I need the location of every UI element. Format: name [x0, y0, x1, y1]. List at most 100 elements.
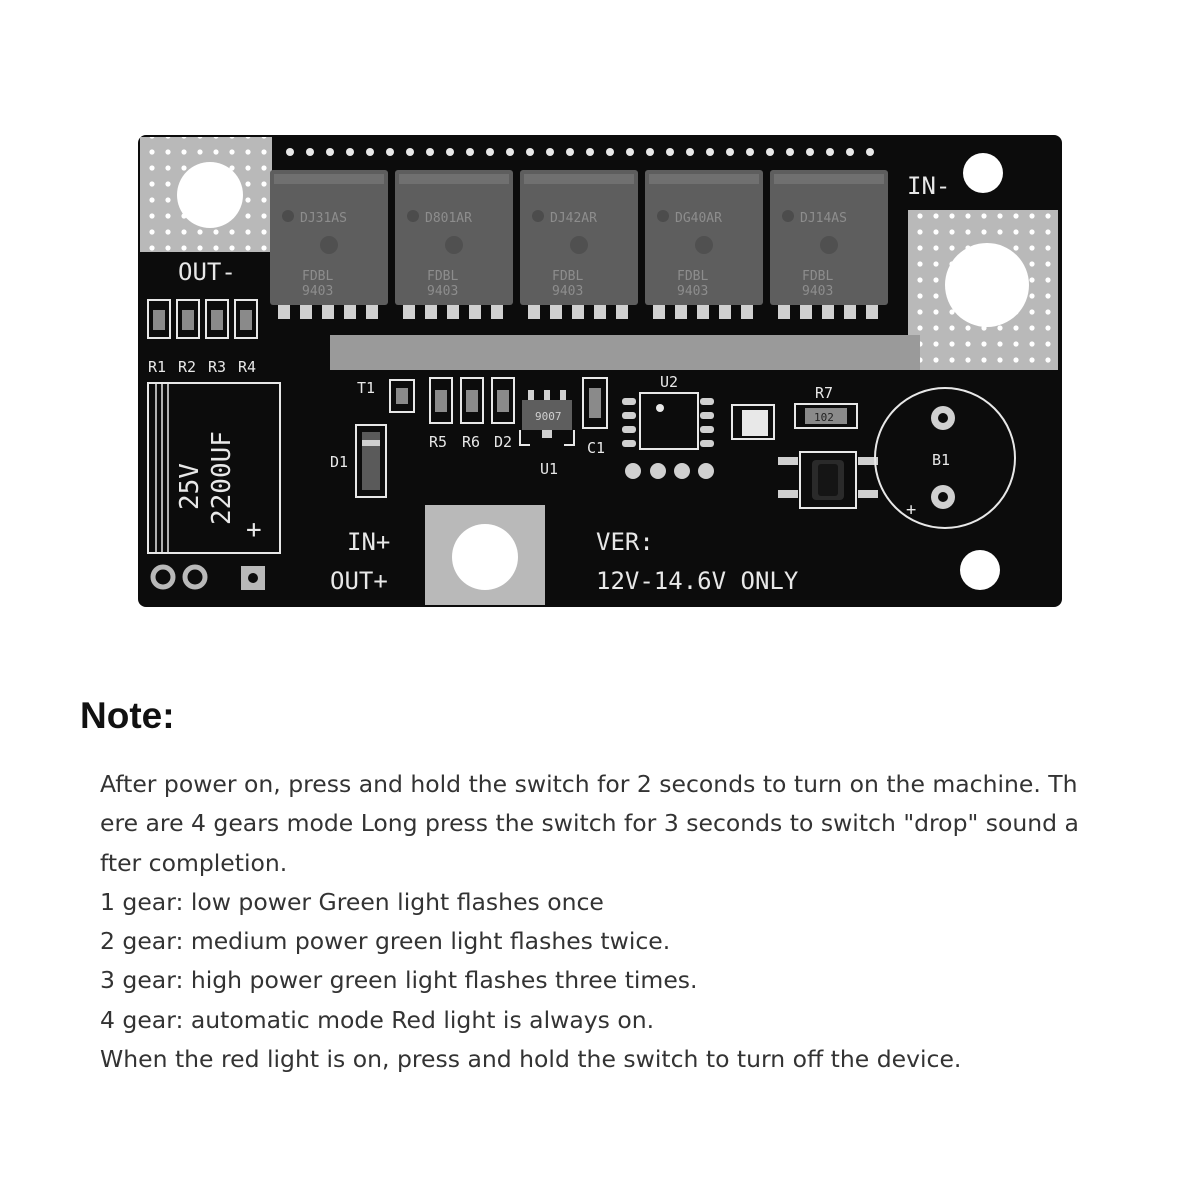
resistor-group-left — [147, 299, 258, 339]
capacitor-voltage: 25V — [175, 463, 205, 510]
note-line: 2 gear: medium power green light flashes… — [100, 927, 671, 956]
via-hole — [486, 148, 494, 156]
via-hole — [746, 148, 754, 156]
label-b1: B1 — [932, 451, 950, 469]
label-u2: U2 — [660, 373, 678, 391]
note-line: ere are 4 gears mode Long press the swit… — [100, 809, 1079, 838]
via-hole — [646, 148, 654, 156]
battery-holder-b1 — [874, 387, 1016, 529]
via-hole — [826, 148, 834, 156]
label-out-positive: OUT+ — [330, 567, 388, 595]
mosfet-brand: FDBL — [552, 269, 583, 284]
via-hole — [546, 148, 554, 156]
via-hole — [326, 148, 334, 156]
capacitor-c1 — [582, 377, 608, 429]
note-line: When the red light is on, press and hold… — [100, 1045, 962, 1074]
via-hole — [526, 148, 534, 156]
via-hole — [446, 148, 454, 156]
via-hole — [726, 148, 734, 156]
via-hole — [586, 148, 594, 156]
via-hole — [506, 148, 514, 156]
mosfet-code: DJ14AS — [800, 211, 847, 226]
via-hole — [806, 148, 814, 156]
push-button-switch — [778, 451, 878, 509]
mosfet-part: 9403 — [427, 284, 458, 299]
chip-u2 — [622, 392, 714, 450]
label-in-positive: IN+ — [347, 528, 390, 556]
resistor-label-r4: R4 — [238, 358, 256, 376]
top-via-row — [286, 148, 874, 156]
u1-chip-code: 9007 — [535, 410, 562, 423]
note-line: After power on, press and hold the switc… — [100, 770, 1078, 798]
resistor-label-r3: R3 — [208, 358, 226, 376]
mounting-hole — [960, 550, 1000, 590]
capacitor-c-outline — [147, 382, 281, 554]
note-line: 3 gear: high power green light flashes t… — [100, 966, 698, 995]
via-hole — [626, 148, 634, 156]
label-c1: C1 — [587, 439, 605, 457]
mosfet-part: 9403 — [302, 284, 333, 299]
note-body: After power on, press and hold the switc… — [100, 765, 1170, 1079]
note-line: fter completion. — [100, 848, 288, 877]
transistor-t1 — [389, 379, 415, 413]
mosfet-code: DJ31AS — [300, 211, 347, 226]
mosfet-part: 9403 — [552, 284, 583, 299]
via-hole — [306, 148, 314, 156]
note-title: Note: — [80, 695, 175, 736]
capacitor-plus: + — [246, 515, 262, 545]
mosfet-code: DG40AR — [675, 211, 722, 226]
via-hole — [786, 148, 794, 156]
label-voltage-range: 12V-14.6V ONLY — [596, 567, 799, 595]
capacitor-value: 2200UF — [207, 431, 237, 525]
via-hole — [846, 148, 854, 156]
pcb-board-image: DJ31ASFDBL9403D801ARFDBL9403DJ42ARFDBL94… — [138, 135, 1062, 607]
resistor-label-r2: R2 — [178, 358, 196, 376]
via-hole — [466, 148, 474, 156]
mosfet-code: DJ42AR — [550, 211, 597, 226]
mounting-hole — [963, 153, 1003, 193]
via-hole — [766, 148, 774, 156]
pin-header — [625, 463, 714, 479]
mosfet-code: D801AR — [425, 211, 472, 226]
label-d1: D1 — [330, 453, 348, 471]
via-hole — [366, 148, 374, 156]
out-neg-pad — [140, 137, 272, 252]
label-r6: R6 — [462, 433, 480, 451]
resistor-group-middle — [429, 377, 515, 424]
label-r5: R5 — [429, 433, 447, 451]
via-hole — [386, 148, 394, 156]
mosfet-part: 9403 — [802, 284, 833, 299]
mosfet-row: DJ31ASFDBL9403D801ARFDBL9403DJ42ARFDBL94… — [270, 170, 888, 319]
via-hole — [706, 148, 714, 156]
via-hole — [346, 148, 354, 156]
chip-u1 — [519, 390, 575, 446]
solder-pad — [182, 564, 208, 590]
mosfet-brand: FDBL — [427, 269, 458, 284]
via-hole — [686, 148, 694, 156]
resistor-r7 — [794, 403, 858, 429]
in-pos-pad — [425, 505, 545, 605]
via-hole — [406, 148, 414, 156]
battery-plus: + — [906, 500, 916, 520]
resistor-label-r1: R1 — [148, 358, 166, 376]
via-hole — [606, 148, 614, 156]
label-d2: D2 — [494, 433, 512, 451]
note-line: 1 gear: low power Green light flashes on… — [100, 887, 604, 916]
via-hole — [666, 148, 674, 156]
via-hole — [286, 148, 294, 156]
mosfet-part: 9403 — [677, 284, 708, 299]
diode-d1 — [355, 424, 387, 498]
label-t1: T1 — [357, 379, 375, 397]
via-hole — [426, 148, 434, 156]
label-u1: U1 — [540, 460, 558, 478]
mosfet-brand: FDBL — [802, 269, 833, 284]
label-r7: R7 — [815, 384, 833, 402]
in-neg-pad — [908, 210, 1058, 370]
label-version: VER: — [596, 528, 654, 556]
mosfet-brand: FDBL — [677, 269, 708, 284]
